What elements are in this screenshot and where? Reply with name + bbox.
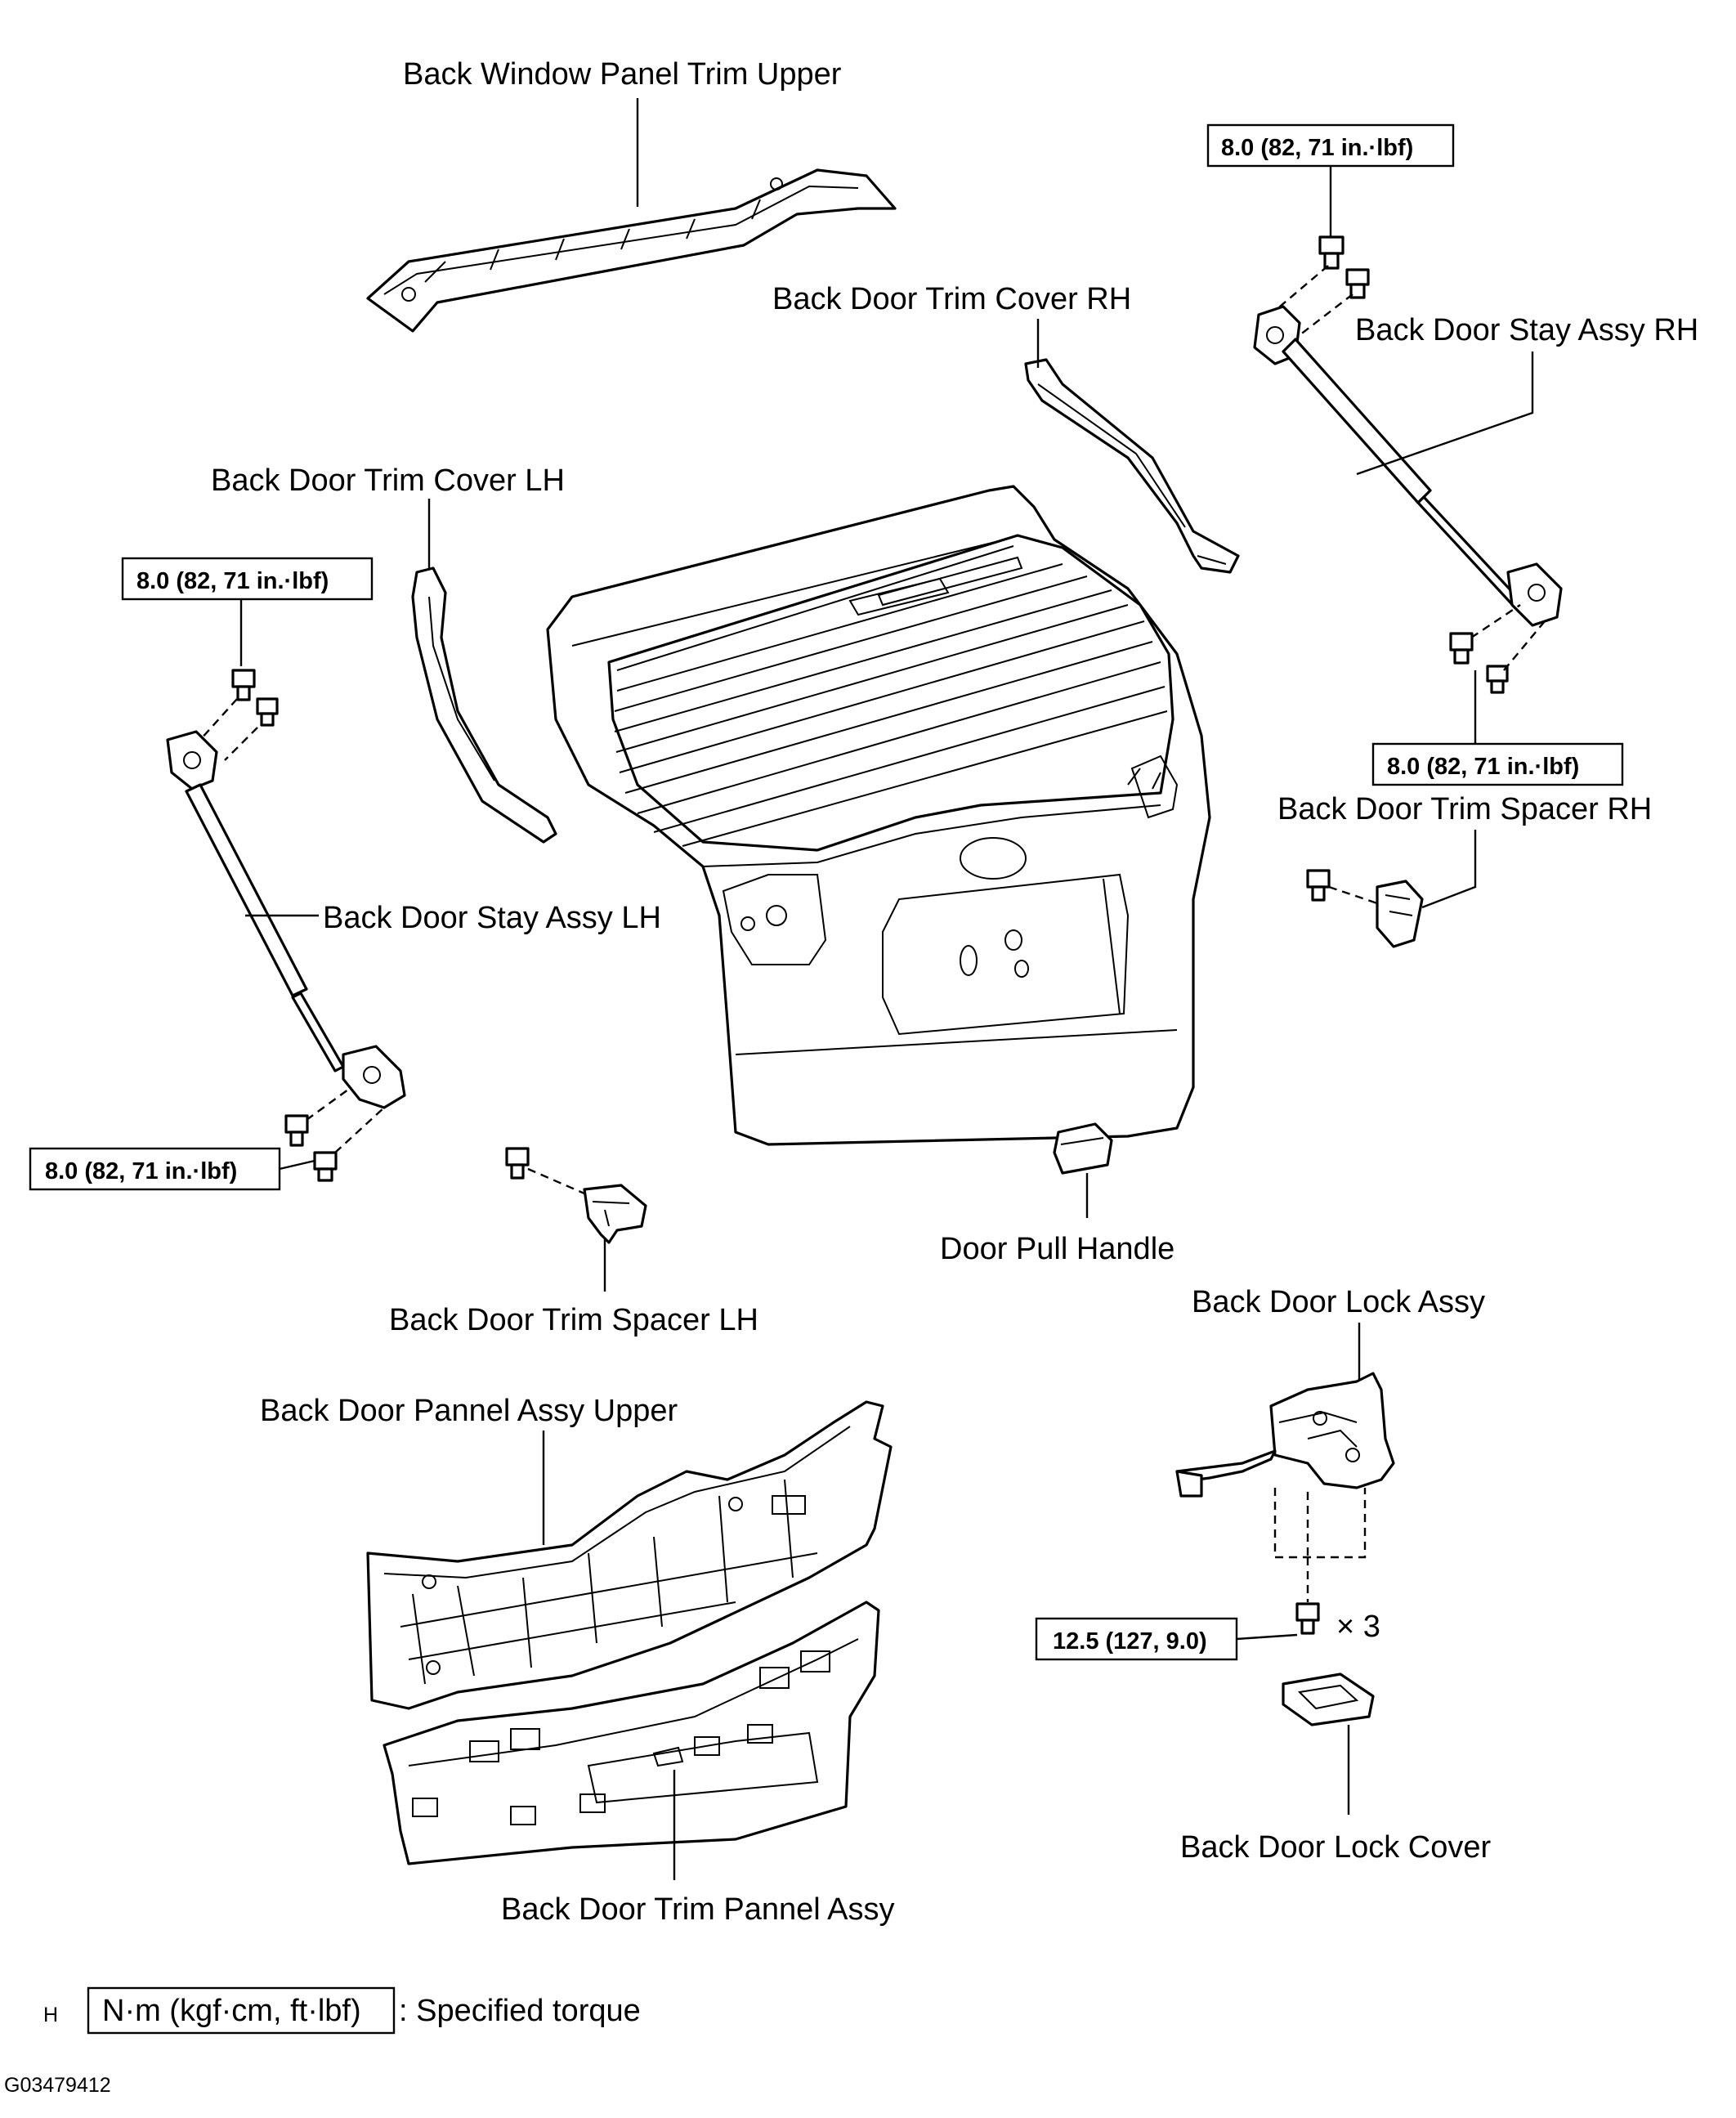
rh-stay-upper-bolts [1318, 235, 1370, 299]
label-back-door-pannel-assy-upper: Back Door Pannel Assy Upper [260, 1394, 678, 1428]
label-back-window-panel-trim-upper: Back Window Panel Trim Upper [403, 57, 842, 92]
torque-box-lh-stay-upper: 8.0 (82, 71 in.·lbf) [121, 557, 374, 601]
leader-line [1356, 352, 1534, 476]
back-door-body [546, 485, 1211, 1146]
label-back-door-trim-spacer-lh: Back Door Trim Spacer LH [389, 1303, 758, 1337]
door-pull-handle-part [1053, 1122, 1113, 1175]
svg-text:8.0 (82, 71 in.·lbf): 8.0 (82, 71 in.·lbf) [1221, 135, 1413, 161]
torque-box-rh-stay-lower: 8.0 (82, 71 in.·lbf) [1371, 742, 1624, 786]
back-window-panel-trim-upper-part [366, 168, 897, 333]
back-door-trim-cover-lh-part [411, 566, 557, 844]
back-door-lock-assy-part [1175, 1372, 1395, 1498]
lock-bolt-quantity: × 3 [1336, 1610, 1380, 1644]
svg-text:8.0 (82, 71 in.·lbf): 8.0 (82, 71 in.·lbf) [45, 1158, 237, 1184]
back-door-trim-spacer-lh-part [505, 1147, 647, 1244]
label-back-door-stay-assy-rh: Back Door Stay Assy RH [1355, 313, 1698, 347]
label-back-door-trim-spacer-rh: Back Door Trim Spacer RH [1277, 792, 1652, 826]
back-door-trim-pannel-assy-part [383, 1601, 880, 1865]
back-door-lock-cover-part [1282, 1672, 1375, 1726]
torque-box-rh-stay-upper: 8.0 (82, 71 in.·lbf) [1206, 123, 1455, 168]
back-door-stay-assy-rh-part [1253, 305, 1563, 627]
svg-text:12.5 (127, 9.0): 12.5 (127, 9.0) [1053, 1628, 1207, 1655]
rh-stay-lower-bolts [1449, 632, 1509, 694]
back-door-trim-spacer-rh-part [1306, 869, 1424, 948]
label-door-pull-handle: Door Pull Handle [940, 1232, 1174, 1266]
leader-line [1421, 830, 1477, 909]
lock-mount-outline [1273, 1488, 1367, 1559]
label-back-door-stay-assy-lh: Back Door Stay Assy LH [323, 901, 661, 935]
legend-marker: H [43, 2004, 58, 2026]
torque-legend: H N·m (kgf·cm, ft·lbf) : Specified torqu… [43, 1986, 641, 2035]
back-door-trim-cover-rh-part [1024, 358, 1240, 574]
back-door-stay-assy-lh-part [166, 730, 406, 1109]
svg-text:8.0 (82, 71 in.·lbf): 8.0 (82, 71 in.·lbf) [1387, 754, 1579, 780]
label-back-door-trim-pannel-assy: Back Door Trim Pannel Assy [501, 1892, 895, 1927]
label-back-door-lock-cover: Back Door Lock Cover [1180, 1830, 1491, 1865]
label-back-door-lock-assy: Back Door Lock Assy [1192, 1285, 1485, 1319]
lock-assy-bolt [1295, 1602, 1320, 1635]
torque-box-lh-stay-lower: 8.0 (82, 71 in.·lbf) [29, 1147, 281, 1191]
lh-stay-upper-bolts [231, 669, 279, 727]
legend-unit-box: N·m (kgf·cm, ft·lbf) [102, 1994, 361, 2028]
label-back-door-trim-cover-rh: Back Door Trim Cover RH [772, 282, 1131, 316]
label-back-door-trim-cover-lh: Back Door Trim Cover LH [211, 463, 565, 498]
back-door-pannel-assy-upper-part [366, 1400, 893, 1710]
torque-box-lock-assy: 12.5 (127, 9.0) [1035, 1617, 1238, 1661]
svg-text:8.0 (82, 71 in.·lbf): 8.0 (82, 71 in.·lbf) [136, 568, 329, 594]
legend-description: : Specified torque [399, 1994, 641, 2028]
figure-id: G03479412 [4, 2074, 111, 2097]
lh-stay-lower-bolts [284, 1114, 338, 1182]
